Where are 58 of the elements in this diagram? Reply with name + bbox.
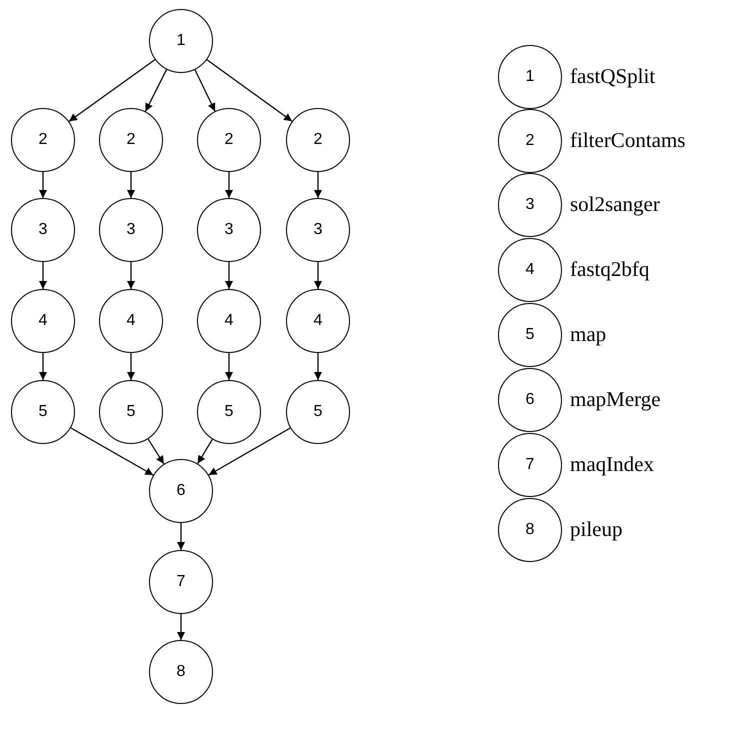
step-circle: 3 [498,173,562,237]
step-circle: 1 [149,9,213,73]
step-circle: 4 [197,289,261,353]
arrow [225,353,233,380]
arrow [68,59,156,122]
step-circle: 6 [498,368,562,432]
step-circle: 5 [498,303,562,367]
step-name: maqIndex [570,452,654,477]
step-circle: 7 [498,433,562,497]
step-circle: 7 [149,550,213,614]
arrow [177,614,185,640]
step-circle: 3 [286,198,350,262]
step-circle: 8 [149,640,213,704]
arrow [127,262,135,289]
step-circle: 4 [99,289,163,353]
step-circle: 8 [498,498,562,562]
step-circle: 3 [197,198,261,262]
step-circle: 5 [286,380,350,444]
step-circle: 6 [149,459,213,523]
arrow [39,353,47,380]
step-circle: 2 [498,109,562,173]
step-name: map [570,322,606,347]
step-circle: 5 [99,380,163,444]
arrow [197,439,213,464]
arrow [194,70,216,112]
arrow [314,353,322,380]
arrow [314,172,322,198]
step-circle: 4 [11,289,75,353]
step-circle: 2 [11,108,75,172]
step-circle: 5 [197,380,261,444]
step-name: mapMerge [570,387,661,412]
step-name: sol2sanger [570,192,660,217]
step-name: fastQSplit [570,64,656,89]
arrow [314,262,322,289]
step-name: filterContams [570,128,686,153]
arrow [148,438,164,464]
arrow [39,262,47,289]
arrow [70,427,154,476]
step-circle: 2 [99,108,163,172]
step-circle: 4 [286,289,350,353]
arrow [39,172,47,198]
arrow [177,523,185,550]
step-circle: 4 [498,238,562,302]
step-name: fastq2bfq [570,257,650,282]
step-circle: 3 [11,198,75,262]
arrow [206,59,292,122]
arrow [208,427,291,476]
arrow [225,262,233,289]
arrow [127,353,135,380]
arrow [127,172,135,198]
step-circle: 1 [498,45,562,109]
arrow [225,172,233,198]
step-circle: 3 [99,198,163,262]
arrow [144,69,168,112]
step-circle: 5 [11,380,75,444]
step-circle: 2 [286,108,350,172]
step-name: pileup [570,517,622,542]
step-circle: 2 [197,108,261,172]
